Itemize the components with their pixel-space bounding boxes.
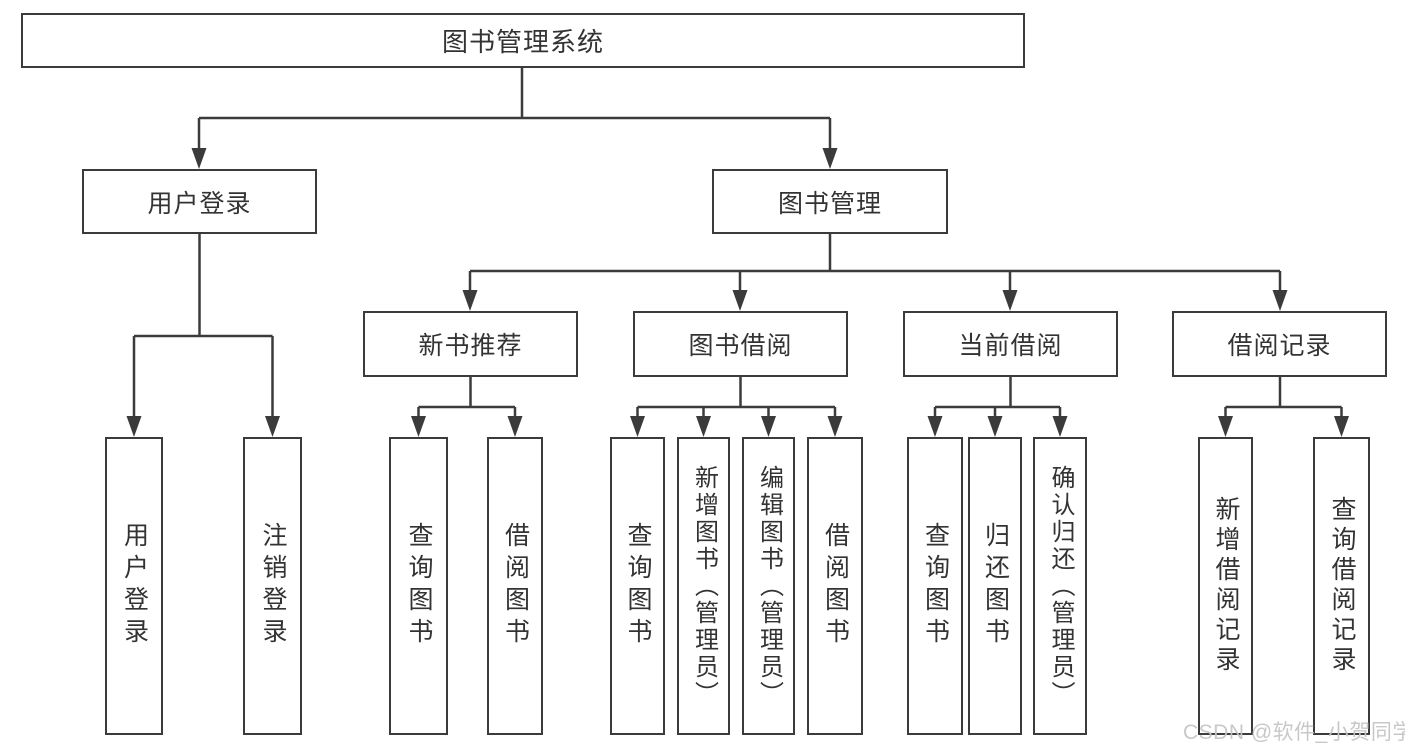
leaf-edit-book-admin-label: 编辑图书（管理员） — [755, 464, 783, 708]
arrowheads — [126, 148, 1349, 437]
down-arrowhead — [987, 416, 1003, 437]
csdn-watermark: CSDN @软件_小贺同学 — [1183, 721, 1405, 744]
node-new-book-recommend-label: 新书推荐 — [418, 332, 523, 360]
down-arrowhead — [1052, 416, 1068, 437]
down-arrowhead — [411, 416, 426, 437]
down-arrowhead — [1002, 290, 1018, 311]
leaf-borrow-books: 借阅图书 — [807, 437, 863, 735]
down-arrowhead — [696, 416, 711, 437]
leaf-borrow-books-recommend: 借阅图书 — [487, 437, 543, 735]
down-arrowhead — [827, 416, 843, 437]
leaf-borrow-books-recommend-label: 借阅图书 — [501, 522, 530, 650]
leaf-query-borrow-record: 查询借阅记录 — [1313, 437, 1370, 735]
leaf-logout-label: 注销登录 — [259, 522, 287, 650]
node-book-management: 图书管理 — [712, 169, 948, 234]
leaf-add-book-admin: 新增图书（管理员） — [677, 437, 730, 735]
down-arrowhead — [822, 148, 838, 169]
down-arrowhead — [507, 416, 523, 437]
leaf-confirm-return-admin: 确认归还（管理员） — [1033, 437, 1087, 735]
leaf-user-login: 用户登录 — [105, 437, 163, 735]
leaf-query-books-borrow-label: 查询图书 — [624, 522, 652, 650]
connector-path — [132, 68, 1343, 418]
down-arrowhead — [761, 416, 776, 437]
leaf-user-login-label: 用户登录 — [120, 522, 149, 650]
leaf-query-books-recommend-label: 查询图书 — [405, 522, 433, 650]
leaf-return-books-label: 归还图书 — [981, 522, 1010, 650]
down-arrowhead — [126, 416, 142, 437]
leaf-add-borrow-record-label: 新增借阅记录 — [1212, 496, 1240, 676]
node-book-management-label: 图书管理 — [777, 189, 882, 218]
node-current-borrow-label: 当前借阅 — [958, 332, 1063, 360]
node-user-login-label: 用户登录 — [147, 189, 252, 218]
node-borrow-records: 借阅记录 — [1172, 311, 1387, 377]
down-arrowhead — [1272, 290, 1288, 311]
down-arrowhead — [630, 416, 645, 437]
down-arrowhead — [191, 148, 207, 169]
leaf-return-books: 归还图书 — [968, 437, 1022, 735]
leaf-query-books-borrow: 查询图书 — [610, 437, 665, 735]
node-root-label: 图书管理系统 — [441, 27, 604, 57]
leaf-query-books-current: 查询图书 — [907, 437, 963, 735]
down-arrowhead — [732, 290, 748, 311]
leaf-add-borrow-record: 新增借阅记录 — [1198, 437, 1253, 735]
leaf-logout: 注销登录 — [243, 437, 302, 735]
down-arrowhead — [927, 416, 943, 437]
leaf-query-borrow-record-label: 查询借阅记录 — [1328, 496, 1356, 676]
leaf-query-books-recommend: 查询图书 — [389, 437, 448, 735]
leaf-confirm-return-admin-label: 确认归还（管理员） — [1047, 464, 1074, 708]
down-arrowhead — [1218, 416, 1233, 437]
node-borrow-records-label: 借阅记录 — [1227, 332, 1332, 360]
down-arrowhead — [265, 416, 280, 437]
node-current-borrow: 当前借阅 — [903, 311, 1118, 377]
node-new-book-recommend: 新书推荐 — [363, 311, 578, 377]
leaf-edit-book-admin: 编辑图书（管理员） — [742, 437, 795, 735]
node-book-borrow-label: 图书借阅 — [688, 332, 793, 360]
down-arrowhead — [462, 290, 478, 311]
node-book-borrow: 图书借阅 — [633, 311, 848, 377]
leaf-borrow-books-label: 借阅图书 — [821, 522, 850, 650]
node-root: 图书管理系统 — [21, 13, 1025, 68]
down-arrowhead — [1334, 416, 1349, 437]
leaf-query-books-current-label: 查询图书 — [921, 522, 950, 650]
node-user-login: 用户登录 — [82, 169, 317, 234]
leaf-add-book-admin-label: 新增图书（管理员） — [690, 464, 718, 708]
